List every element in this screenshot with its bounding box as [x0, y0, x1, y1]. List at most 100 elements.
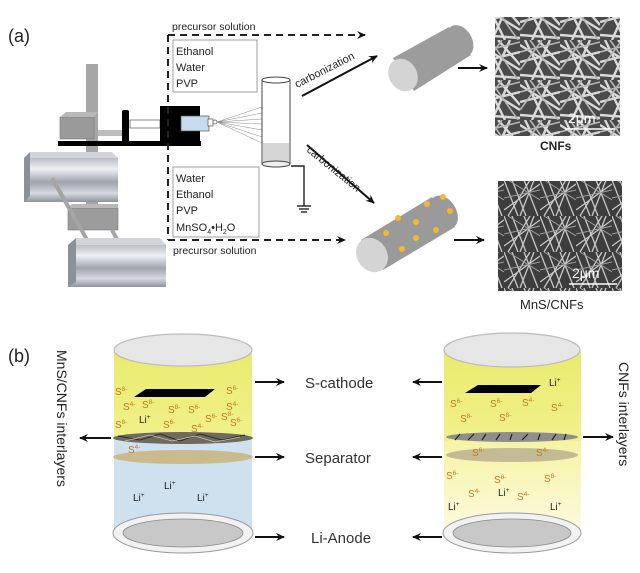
li-anode-label: Li-Anode — [311, 530, 371, 547]
polysulfide-ion: S6- — [226, 385, 238, 397]
component: Ethanol — [176, 189, 213, 201]
jet-spray — [216, 106, 263, 144]
carbonization-arrow-top — [301, 55, 378, 97]
component: PVP — [176, 78, 198, 90]
panel-b-label: (b) — [8, 346, 30, 366]
precursor-box-top: Ethanol Water PVP — [172, 39, 258, 93]
mns-nanoparticle — [447, 208, 453, 214]
sem-image-cnfs: 2μm — [495, 17, 620, 136]
lithium-ion: Li+ — [133, 492, 145, 504]
polysulfide-ion: S4- — [551, 402, 563, 414]
collector-cylinder — [261, 76, 291, 168]
cnfs-interlayer — [446, 432, 578, 442]
li-anode-disc — [122, 518, 244, 548]
component-mnso4: MnSO4•H2O — [176, 222, 236, 236]
polysulfide-ion: S4- — [536, 447, 548, 459]
separator-disc — [113, 450, 253, 464]
precursor-flow-lines — [167, 31, 366, 244]
mns-nanoparticle — [413, 235, 419, 241]
precursor-caption-bottom: precursor solution — [173, 245, 257, 257]
mns-nanoparticle — [395, 215, 401, 221]
component: Water — [176, 62, 205, 74]
polysulfide-ion: S6- — [188, 404, 200, 416]
polysulfide-ion: S4- — [226, 401, 238, 413]
polysulfide-ion: S8- — [115, 386, 127, 398]
polysulfide-ion: S8- — [221, 411, 233, 423]
right-cell-ions: Li+ S6- S6- S4- S4- S8- S8- S6- S4- S6- S8- S8- S4- S… — [446, 377, 563, 513]
battery-cell-mns-cnfs: S8-S4-S8-S8-S6-S6-S4-S6-S8-S6-S6-S4-S8-L… — [112, 333, 254, 554]
carbonization-arrow-bottom — [306, 144, 375, 204]
cnfs-interlayers-label: CNFs interlayers — [616, 362, 632, 466]
panel-a-label: (a) — [8, 26, 30, 46]
precursor-caption-top: precursor solution — [172, 21, 256, 33]
mns-cnfs-interlayers-label: MnS/CNFs interlayers — [54, 350, 70, 487]
polysulfide-ion: S6- — [450, 398, 462, 410]
spinneret-needle — [212, 119, 218, 125]
base-block-upper — [24, 158, 118, 202]
polysulfide-ion: S6- — [490, 398, 502, 410]
carbonization-label-bottom: carbonization — [304, 144, 362, 195]
polysulfide-ion: S4- — [123, 401, 135, 413]
syringe-barrel — [129, 119, 161, 129]
clamp-block — [59, 116, 95, 140]
polysulfide-ion: S8- — [544, 473, 556, 485]
polysulfide-ion: S8- — [494, 474, 506, 486]
polysulfide-ion: S4- — [468, 488, 480, 500]
cnf-fiber — [388, 25, 474, 92]
polysulfide-ion: S6- — [163, 419, 175, 431]
syringe-liquid — [180, 115, 210, 132]
polysulfide-ion: S8- — [460, 413, 472, 425]
component: PVP — [176, 205, 198, 217]
polysulfide-ion: S8- — [115, 419, 127, 431]
mns-nanoparticles — [383, 194, 453, 252]
electrospinning-apparatus — [24, 64, 263, 287]
left-cell-ions: S8-S4-S8-S8-S6-S6-S4-S6-S8-S6-S6-S4-S8-L… — [115, 385, 242, 504]
mns-nanoparticle — [383, 230, 389, 236]
polysulfide-ion: S8- — [168, 404, 180, 416]
polysulfide-ion: S4- — [517, 491, 529, 503]
scale-bar-label: 2μm — [572, 265, 600, 281]
separator-disc — [446, 448, 578, 462]
polysulfide-ion: S6- — [446, 470, 458, 482]
syringe-pump-rail — [58, 141, 201, 146]
component: Ethanol — [176, 46, 213, 58]
polysulfide-ion: S6- — [472, 447, 484, 459]
polysulfide-ion: S4- — [128, 444, 140, 456]
lithium-ion: Li+ — [164, 480, 176, 492]
scale-bar-label: 2μm — [568, 110, 596, 126]
polysulfide-ion: S6- — [205, 413, 217, 425]
mns-nanoparticle — [413, 219, 419, 225]
mns-nanoparticle — [399, 246, 405, 252]
polysulfide-ion: S4- — [191, 423, 203, 435]
cathode-plate — [465, 385, 541, 393]
component: Water — [176, 173, 205, 185]
base-block-lower — [68, 245, 166, 287]
center-labels: S-cathode Separator Li-Anode — [255, 375, 442, 547]
cell-top-cap — [113, 333, 253, 367]
lithium-ion: Li+ — [139, 414, 151, 426]
lithium-ion: Li+ — [498, 487, 510, 499]
separator-label: Separator — [305, 450, 371, 467]
cell-top-cap — [443, 332, 581, 368]
ground-icon — [291, 165, 311, 213]
battery-cell-cnfs: Li+ S6- S6- S4- S4- S8- S8- S6- S4- S6- S8- S8- S4- S… — [442, 332, 582, 554]
lithium-ion: Li+ — [549, 377, 561, 389]
lithium-ion: Li+ — [197, 492, 209, 504]
polysulfide-ion: S4- — [522, 397, 534, 409]
mns-cnf-fiber — [356, 194, 458, 273]
s-cathode-label: S-cathode — [305, 375, 373, 392]
lithium-ion: Li+ — [550, 501, 562, 513]
polysulfide-ion: S8- — [499, 412, 511, 424]
cnfs-caption: CNFs — [540, 139, 572, 153]
polysulfide-ion: S8- — [142, 399, 154, 411]
mns-nanoparticle — [440, 194, 446, 200]
mns-nanoparticle — [433, 227, 439, 233]
cathode-plate — [134, 389, 215, 397]
precursor-box-bottom: Water Ethanol PVP MnSO4•H2O — [172, 166, 260, 238]
mns-nanoparticle — [424, 201, 430, 207]
lithium-ion: Li+ — [448, 501, 460, 513]
polysulfide-ion: S6- — [230, 417, 242, 429]
sem-image-mns-cnfs: 2μm — [498, 181, 622, 291]
mns-cnfs-caption: MnS/CNFs — [520, 297, 584, 312]
